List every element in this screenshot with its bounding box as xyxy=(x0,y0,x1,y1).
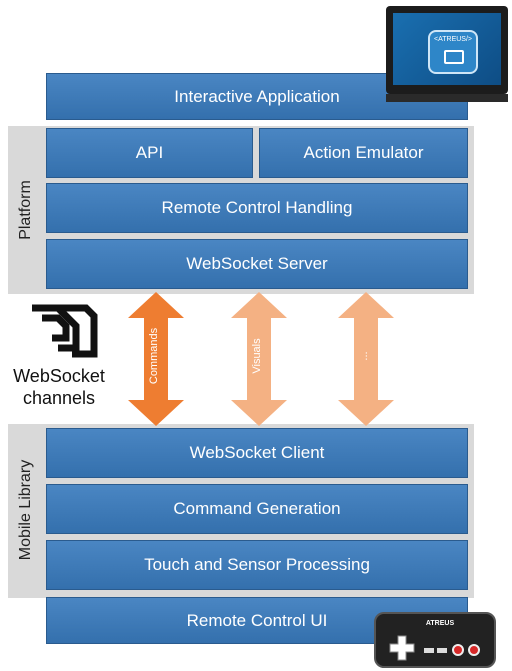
start-button xyxy=(437,648,447,653)
websocket-channels-caption: WebSocket channels xyxy=(6,365,112,409)
tv-stand xyxy=(386,94,508,102)
commands-arrow-label: Commands xyxy=(148,327,160,385)
commands-arrow xyxy=(128,292,184,426)
tv-logo-text: <ATREUS/> xyxy=(434,36,472,43)
websocket-logo-icon xyxy=(32,304,98,358)
touch-sensor-processing-box: Touch and Sensor Processing xyxy=(46,540,468,590)
websocket-caption-line2: channels xyxy=(22,388,96,408)
remote-control-handling-box: Remote Control Handling xyxy=(46,183,468,233)
other-channels-arrow-label: ... xyxy=(358,351,370,361)
mobile-library-label: Mobile Library xyxy=(17,459,34,561)
phone-body xyxy=(374,612,496,668)
tv-logo-screen-icon xyxy=(444,50,464,64)
tv-device: <ATREUS/> xyxy=(386,6,510,106)
b-button xyxy=(452,644,464,656)
select-button xyxy=(424,648,434,653)
websocket-client-box: WebSocket Client xyxy=(46,428,468,478)
phone-brand-label: ATREUS xyxy=(425,620,455,627)
websocket-server-box: WebSocket Server xyxy=(46,239,468,289)
api-box: API xyxy=(46,128,253,178)
tv-logo-badge: <ATREUS/> xyxy=(428,30,478,74)
action-emulator-box: Action Emulator xyxy=(259,128,468,178)
phone-device: ATREUS xyxy=(374,612,498,670)
other-channels-arrow xyxy=(338,292,394,426)
dpad-icon xyxy=(389,635,415,661)
command-generation-box: Command Generation xyxy=(46,484,468,534)
visuals-arrow-label: Visuals xyxy=(251,338,263,374)
visuals-arrow xyxy=(231,292,287,426)
platform-label: Platform xyxy=(17,180,34,240)
websocket-caption-line1: WebSocket xyxy=(13,366,105,386)
a-button xyxy=(468,644,480,656)
